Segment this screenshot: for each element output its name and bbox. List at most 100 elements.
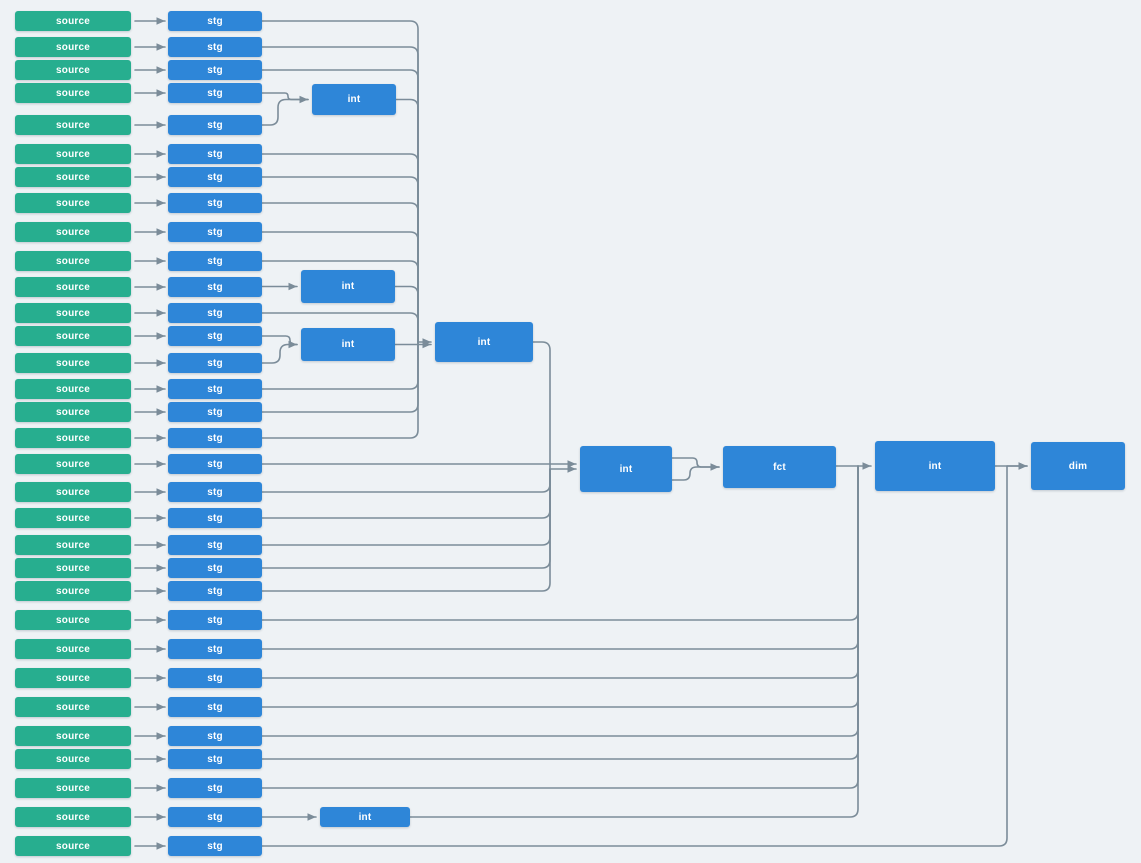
edge <box>261 92 309 104</box>
edge <box>261 465 859 789</box>
edge <box>261 46 419 343</box>
source-node-10[interactable]: source <box>15 277 131 297</box>
stg-node-4[interactable]: stg <box>168 115 262 135</box>
int-node-3[interactable]: int <box>435 322 533 362</box>
source-node-5[interactable]: source <box>15 144 131 164</box>
edge <box>532 341 551 470</box>
source-node-18[interactable]: source <box>15 482 131 502</box>
dim-node-0[interactable]: dim <box>1031 442 1125 490</box>
stg-node-12[interactable]: stg <box>168 326 262 346</box>
edge <box>261 465 859 650</box>
stg-node-21[interactable]: stg <box>168 558 262 578</box>
source-node-1[interactable]: source <box>15 37 131 57</box>
source-node-14[interactable]: source <box>15 379 131 399</box>
edge <box>261 98 309 126</box>
edge <box>261 20 419 343</box>
stg-node-19[interactable]: stg <box>168 508 262 528</box>
stg-node-0[interactable]: stg <box>168 11 262 31</box>
edge <box>261 465 859 679</box>
int-node-1[interactable]: int <box>301 270 395 303</box>
stg-node-22[interactable]: stg <box>168 581 262 601</box>
int-node-2[interactable]: int <box>301 328 395 361</box>
stg-node-15[interactable]: stg <box>168 402 262 422</box>
stg-node-29[interactable]: stg <box>168 778 262 798</box>
stg-node-20[interactable]: stg <box>168 535 262 555</box>
stg-node-28[interactable]: stg <box>168 749 262 769</box>
edge <box>261 465 859 760</box>
stg-node-16[interactable]: stg <box>168 428 262 448</box>
source-node-15[interactable]: source <box>15 402 131 422</box>
int-node-6[interactable]: int <box>320 807 410 827</box>
source-node-8[interactable]: source <box>15 222 131 242</box>
source-node-16[interactable]: source <box>15 428 131 448</box>
stg-node-11[interactable]: stg <box>168 303 262 323</box>
source-node-20[interactable]: source <box>15 535 131 555</box>
source-node-6[interactable]: source <box>15 167 131 187</box>
stg-node-2[interactable]: stg <box>168 60 262 80</box>
edge <box>261 465 859 621</box>
stg-node-26[interactable]: stg <box>168 697 262 717</box>
int-node-5[interactable]: int <box>875 441 995 491</box>
edge <box>261 468 551 546</box>
edge <box>261 468 551 493</box>
edge <box>394 285 419 343</box>
int-node-0[interactable]: int <box>312 84 396 115</box>
fct-node-0[interactable]: fct <box>723 446 836 488</box>
source-node-31[interactable]: source <box>15 836 131 856</box>
stg-node-27[interactable]: stg <box>168 726 262 746</box>
source-node-26[interactable]: source <box>15 697 131 717</box>
stg-node-25[interactable]: stg <box>168 668 262 688</box>
edge <box>395 98 419 343</box>
source-node-27[interactable]: source <box>15 726 131 746</box>
stg-node-9[interactable]: stg <box>168 251 262 271</box>
source-node-25[interactable]: source <box>15 668 131 688</box>
source-node-21[interactable]: source <box>15 558 131 578</box>
stg-node-24[interactable]: stg <box>168 639 262 659</box>
source-node-29[interactable]: source <box>15 778 131 798</box>
source-node-24[interactable]: source <box>15 639 131 659</box>
int-node-4[interactable]: int <box>580 446 672 492</box>
source-node-23[interactable]: source <box>15 610 131 630</box>
edge <box>261 341 419 439</box>
source-node-4[interactable]: source <box>15 115 131 135</box>
edge <box>261 176 419 343</box>
stg-node-7[interactable]: stg <box>168 193 262 213</box>
stg-node-13[interactable]: stg <box>168 353 262 373</box>
stg-node-5[interactable]: stg <box>168 144 262 164</box>
source-node-19[interactable]: source <box>15 508 131 528</box>
source-node-12[interactable]: source <box>15 326 131 346</box>
stg-node-23[interactable]: stg <box>168 610 262 630</box>
stg-node-31[interactable]: stg <box>168 836 262 856</box>
stg-node-1[interactable]: stg <box>168 37 262 57</box>
edge <box>261 335 298 349</box>
stg-node-30[interactable]: stg <box>168 807 262 827</box>
source-node-13[interactable]: source <box>15 353 131 373</box>
source-node-3[interactable]: source <box>15 83 131 103</box>
edge <box>261 468 551 592</box>
edge <box>671 457 720 471</box>
edge <box>409 465 859 818</box>
source-node-30[interactable]: source <box>15 807 131 827</box>
stg-node-8[interactable]: stg <box>168 222 262 242</box>
stg-node-17[interactable]: stg <box>168 454 262 474</box>
edge <box>261 69 419 343</box>
stg-node-14[interactable]: stg <box>168 379 262 399</box>
stg-node-3[interactable]: stg <box>168 83 262 103</box>
source-node-2[interactable]: source <box>15 60 131 80</box>
edge <box>261 465 1008 847</box>
edge <box>261 465 859 737</box>
source-node-9[interactable]: source <box>15 251 131 271</box>
stg-node-6[interactable]: stg <box>168 167 262 187</box>
source-node-0[interactable]: source <box>15 11 131 31</box>
stg-node-10[interactable]: stg <box>168 277 262 297</box>
source-node-22[interactable]: source <box>15 581 131 601</box>
edge <box>261 468 551 519</box>
stg-node-18[interactable]: stg <box>168 482 262 502</box>
source-node-7[interactable]: source <box>15 193 131 213</box>
edge <box>261 343 298 364</box>
source-node-17[interactable]: source <box>15 454 131 474</box>
source-node-28[interactable]: source <box>15 749 131 769</box>
source-node-11[interactable]: source <box>15 303 131 323</box>
